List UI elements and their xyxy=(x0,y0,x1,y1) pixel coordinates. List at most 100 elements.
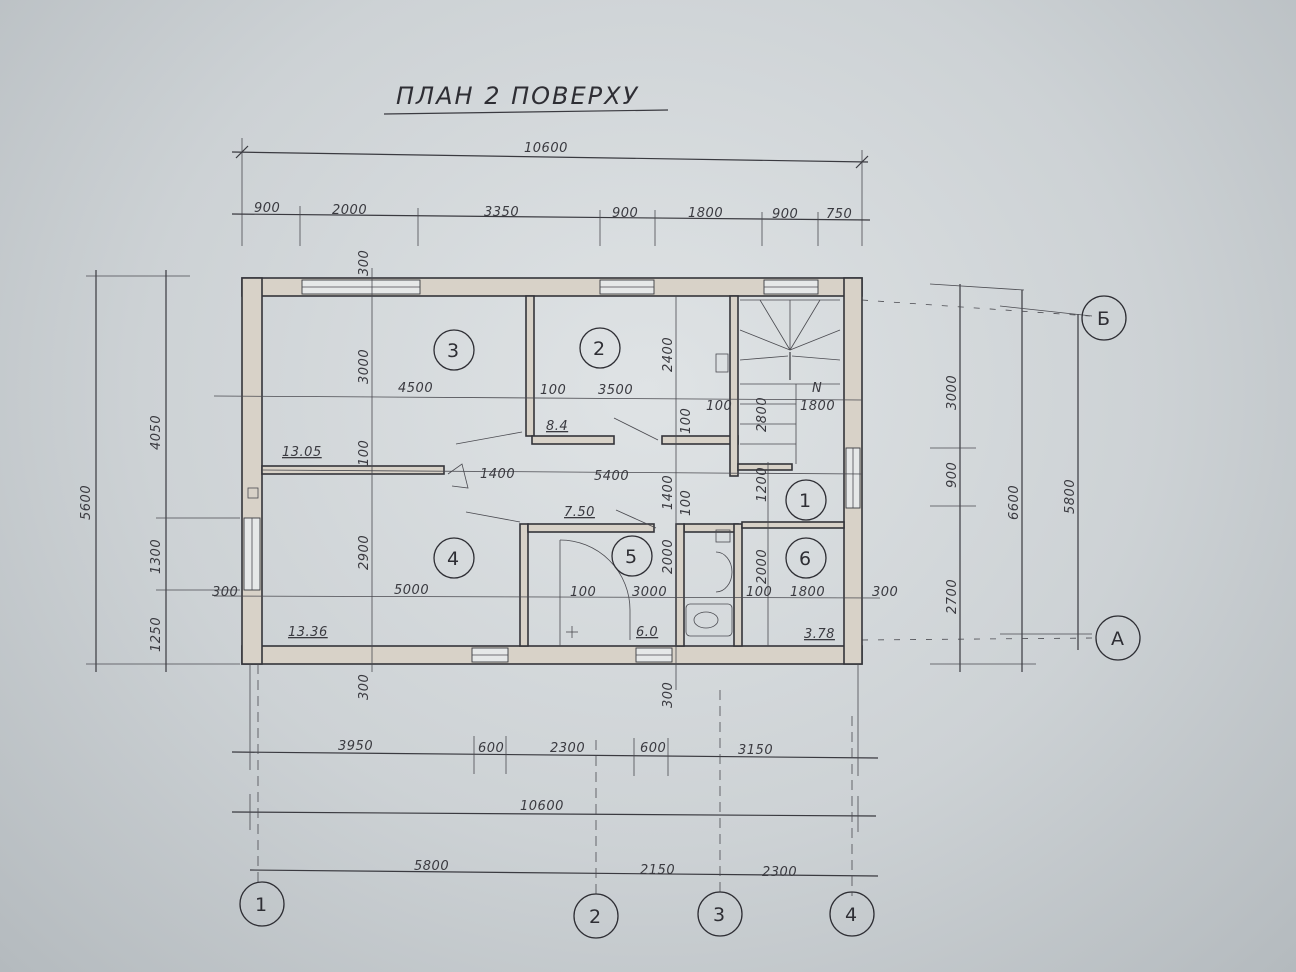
right-dimension-segments: 3000 900 2700 xyxy=(929,283,1036,672)
room-4: 4 13.36 xyxy=(288,537,475,640)
interior-dimension-lines xyxy=(213,268,881,690)
room-6: 6 3.78 xyxy=(785,537,835,642)
top-dimension-segments: 900 2000 3350 900 1800 900 750 xyxy=(231,201,871,246)
dimension-label: 5000 xyxy=(394,583,429,598)
title-underline xyxy=(383,109,669,115)
room-5: 5 6.0 xyxy=(611,535,658,640)
room-number: 5 xyxy=(625,546,637,568)
dimension-label: 2 xyxy=(589,906,601,928)
dim-top-4: 900 xyxy=(612,206,638,221)
north-arrow-label: N xyxy=(812,381,822,396)
axis-bubble-a: А xyxy=(1095,615,1141,661)
right-dimension-totals: 6600 5800 xyxy=(999,290,1093,672)
room-1: 1 7.50 xyxy=(564,479,827,521)
dimension-label: 300 xyxy=(661,682,676,708)
dim-axis-1-2: 5800 xyxy=(414,859,449,874)
dimension-label: 1800 xyxy=(800,399,835,414)
dimension-label: 2000 xyxy=(755,549,770,584)
dimension-label: 4500 xyxy=(398,381,433,396)
dim-right-1: 3000 xyxy=(945,375,960,410)
dimension-label: 2900 xyxy=(357,535,372,570)
dimension-label: 3 xyxy=(713,904,725,926)
dim-top-5: 1800 xyxy=(688,206,723,221)
dim-top-6: 900 xyxy=(772,207,798,222)
dimension-label: 300 xyxy=(872,585,898,600)
dimension-label: 5400 xyxy=(594,469,629,484)
dim-axis-3-4: 2300 xyxy=(762,865,797,880)
room-number: 4 xyxy=(447,548,459,570)
axis-bubble-2: 2 xyxy=(573,893,619,939)
axis-bubble-1: 1 xyxy=(239,881,285,927)
dim-left-3: 1250 xyxy=(149,617,164,652)
dimension-label: 100 xyxy=(679,408,694,434)
dimension-label: 100 xyxy=(706,399,732,414)
dimension-label: 3000 xyxy=(632,585,667,600)
dim-bottom-3: 2300 xyxy=(550,741,585,756)
dim-top-1: 900 xyxy=(254,201,280,216)
left-dimension-segments: 4050 1300 1250 xyxy=(149,270,240,672)
dim-overall-bottom: 10600 xyxy=(520,799,564,814)
sanitary-fixtures xyxy=(247,353,733,638)
room-area: 13.05 xyxy=(282,445,322,460)
dim-bottom-5: 3150 xyxy=(738,743,773,758)
dim-right-3: 2700 xyxy=(945,579,960,614)
dim-overall-top: 10600 xyxy=(524,141,568,156)
dimension-label: 100 xyxy=(570,585,596,600)
staircase: N xyxy=(739,299,841,464)
room-number: 6 xyxy=(799,548,811,570)
dimension-label: 2800 xyxy=(755,397,770,432)
dimension-label: 3000 xyxy=(357,349,372,384)
bottom-dimension-overall: 10600 xyxy=(231,794,877,832)
bottom-dimension-axes: 5800 2150 2300 xyxy=(249,664,879,896)
dimension-label: 300 xyxy=(357,674,372,700)
top-dimension-overall: 10600 xyxy=(231,138,869,246)
dim-axis-2-3: 2150 xyxy=(640,863,675,878)
bottom-dimension-segments: 3950 600 2300 600 3150 xyxy=(231,664,879,776)
dim-left-1: 4050 xyxy=(149,415,164,450)
interior-walls xyxy=(261,295,845,647)
dim-top-3: 3350 xyxy=(484,205,519,220)
left-dimension-overall: 5600 xyxy=(79,270,240,672)
dim-right-total-b: 5800 xyxy=(1063,479,1078,514)
dim-left-2: 1300 xyxy=(149,539,164,574)
dimension-label: 100 xyxy=(746,585,772,600)
room-area: 8.4 xyxy=(546,419,568,434)
room-area: 13.36 xyxy=(288,625,328,640)
dimension-label: А xyxy=(1111,628,1124,650)
room-area: 3.78 xyxy=(804,627,835,642)
room-3: 3 13.05 xyxy=(282,329,475,460)
dimension-label: 100 xyxy=(540,383,566,398)
dimension-label: 1200 xyxy=(755,467,770,502)
dim-right-total-a: 6600 xyxy=(1007,485,1022,520)
axis-bubble-b: Б xyxy=(1081,295,1127,341)
room-2: 2 8.4 xyxy=(546,327,621,434)
dimension-label: 300 xyxy=(212,585,238,600)
dim-bottom-1: 3950 xyxy=(338,739,373,754)
dimension-label: 300 xyxy=(357,250,372,276)
dimension-label: Б xyxy=(1097,308,1110,330)
axis-bubble-4: 4 xyxy=(829,891,875,937)
room-area: 6.0 xyxy=(636,625,658,640)
dimension-label: 4 xyxy=(845,904,857,926)
dim-top-7: 750 xyxy=(826,207,852,222)
dimension-label: 1400 xyxy=(480,467,515,482)
dimension-label: 1400 xyxy=(661,475,676,510)
dim-overall-left: 5600 xyxy=(79,485,94,520)
room-area: 7.50 xyxy=(564,505,595,520)
interior-dimensions: 4500 100 3500 2400 3000 300 100 100 2800… xyxy=(212,250,898,708)
dim-bottom-2: 600 xyxy=(478,741,504,756)
dim-right-2: 900 xyxy=(945,462,960,488)
doors xyxy=(447,417,659,646)
dimension-label: 2000 xyxy=(661,539,676,574)
axis-bubble-3: 3 xyxy=(697,891,743,937)
dim-bottom-4: 600 xyxy=(640,741,666,756)
room-number: 2 xyxy=(593,338,605,360)
windows xyxy=(243,279,861,663)
dimension-label: 2400 xyxy=(661,337,676,372)
plan-title: ПЛАН 2 ПОВЕРХУ xyxy=(396,82,639,110)
room-number: 1 xyxy=(799,490,811,512)
dimension-label: 100 xyxy=(357,440,372,466)
dimension-label: 1800 xyxy=(790,585,825,600)
